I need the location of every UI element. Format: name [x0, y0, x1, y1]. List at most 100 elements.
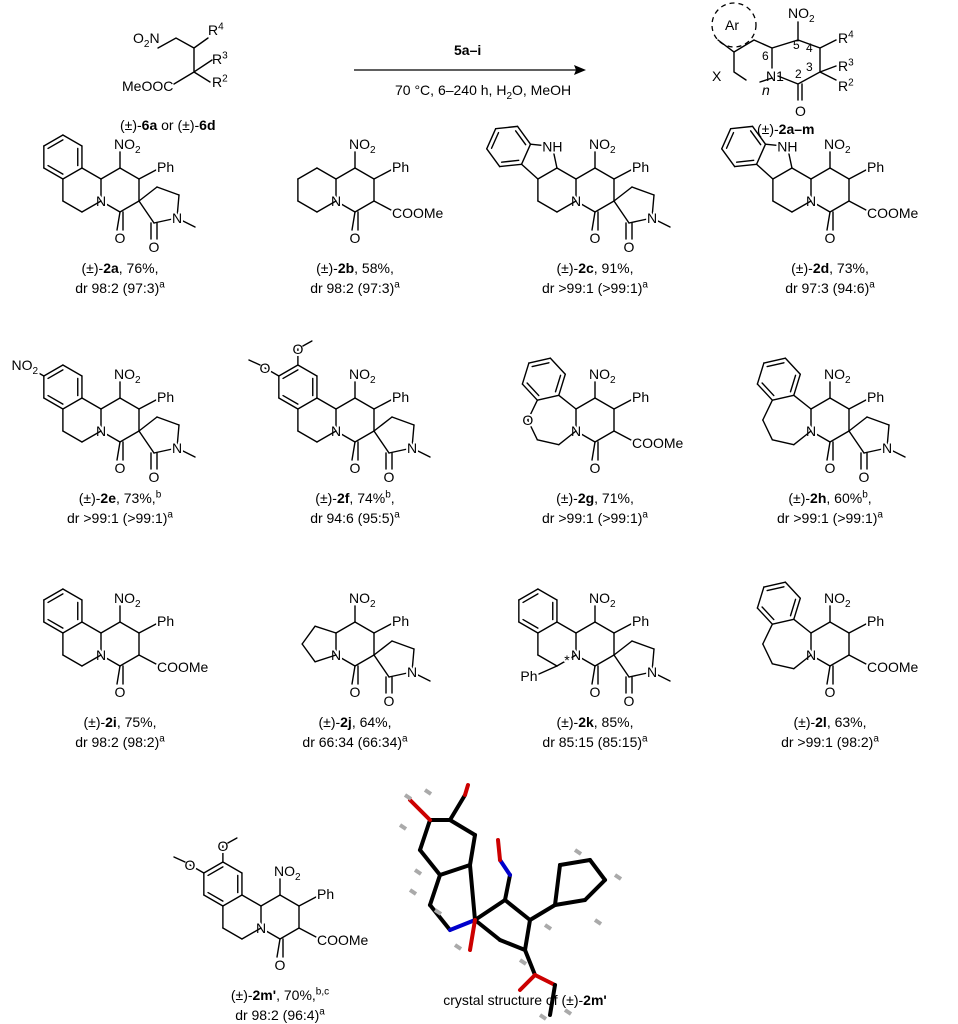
left-ring-bond: [62, 621, 83, 634]
methyl-bond: [173, 856, 186, 863]
lactam-ring-bond: [119, 621, 140, 634]
lactam-ring-bond: [829, 200, 850, 213]
lactam-ring-bond: [100, 397, 121, 410]
yield-value: , 85%,: [593, 714, 634, 730]
yield-value: , 73%,: [829, 260, 869, 276]
left-ring-bond: [537, 167, 558, 180]
crystal-bond: [498, 938, 527, 952]
crystal-hydrogen: [398, 823, 408, 831]
phenyl-group: Ph: [632, 613, 649, 629]
lactam-ring-bond: [100, 430, 121, 443]
aromatic-double-bond: [766, 362, 785, 368]
crystal-bond: [418, 848, 442, 877]
crystal-bond: [468, 863, 477, 922]
crystal-bond: [498, 858, 512, 877]
phenyl-bond: [848, 399, 867, 410]
indole-nh: NH: [777, 138, 797, 154]
compound-label: 2h: [810, 490, 827, 506]
pyrrolidinone-nitrogen: N: [172, 210, 182, 226]
aromatic-bond: [521, 383, 539, 401]
crystal-hydrogen: [538, 1013, 548, 1021]
diastereomeric-ratio: dr 94:6 (95:5): [310, 510, 395, 526]
phenyl-bond: [373, 623, 392, 634]
ester-bond: [373, 200, 392, 211]
ester-bond: [138, 654, 157, 665]
bond: [631, 186, 655, 196]
aromatic-bond: [756, 362, 765, 385]
left-ring-bond: [793, 654, 812, 670]
lactam-ring-bond: [335, 621, 356, 634]
carbonyl-oxygen: O: [350, 684, 361, 700]
crystal-bond: [553, 898, 587, 907]
crystal-bond: [558, 858, 592, 867]
bond: [651, 648, 655, 673]
carbonyl-bond: [826, 665, 831, 685]
aromatic-bond: [793, 373, 801, 396]
aromatic-bond: [733, 163, 758, 168]
pyrrole-bond: [520, 143, 532, 165]
crystal-hydrogen: [433, 908, 443, 916]
nitro-group: NO2: [349, 136, 376, 156]
bond: [886, 424, 890, 449]
compound-label: 2g: [577, 490, 595, 506]
lactam-ring-bond: [100, 621, 121, 634]
bond: [651, 194, 655, 219]
crystal-bond: [518, 973, 537, 992]
aromatic-bond: [558, 373, 566, 396]
footnote-marker: a: [402, 733, 408, 745]
aromatic-double-bond: [207, 891, 224, 902]
left-ring-bond: [297, 430, 318, 443]
left-ring-bond: [81, 397, 102, 410]
methyl-bond: [302, 340, 313, 347]
left-ring-bond: [772, 167, 793, 180]
aromatic-double-bond: [47, 164, 64, 175]
aromatic-double-bond: [207, 866, 224, 877]
left-ring-bond: [537, 621, 558, 634]
crystal-bond: [533, 973, 557, 987]
crystal-bond: [473, 898, 507, 922]
ester-bond: [848, 200, 867, 211]
lactam-ring-bond: [119, 654, 140, 667]
aromatic-double-bond: [789, 598, 797, 617]
carbonyl-bond: [276, 938, 281, 958]
compound-label: 2d: [812, 260, 830, 276]
aromatic-bond: [43, 397, 64, 410]
nitro-group: NO2: [114, 136, 141, 156]
yield-line: (±)-2h, 60%b,: [720, 488, 940, 508]
crystal-hydrogen: [613, 873, 623, 881]
carbonyl-bond: [591, 441, 596, 461]
lactam-oxygen: O: [624, 693, 635, 709]
lactam-ring-bond: [810, 430, 831, 443]
crystal-structure-caption: crystal structure of (±)-2m': [405, 990, 645, 1010]
ester-bond: [298, 927, 317, 938]
aromatic-bond: [62, 588, 83, 601]
footnote-marker: a: [642, 733, 648, 745]
lactam-ring-bond: [810, 654, 831, 667]
position-6: 6: [762, 49, 769, 63]
carbonyl-bond: [116, 211, 121, 231]
footnote-marker: b: [385, 489, 391, 501]
bond: [391, 640, 415, 650]
nitro-group: NO2: [824, 366, 851, 386]
aromatic-double-bond: [490, 131, 500, 149]
compound-caption: (±)-2c, 91%,dr >99:1 (>99:1)a: [485, 258, 705, 298]
bond: [863, 447, 888, 454]
aromatic-bond: [203, 861, 224, 874]
diastereomeric-ratio: dr 66:34 (66:34): [302, 734, 403, 750]
lactam-ring-bond: [354, 167, 375, 180]
compound-caption: (±)-2f, 74%b,dr 94:6 (95:5)a: [245, 488, 465, 528]
bond: [411, 424, 415, 449]
crystal-hydrogen: [593, 918, 603, 926]
lactam-ring-bond: [594, 397, 615, 410]
compound-caption: (±)-2h, 60%b,dr >99:1 (>99:1)a: [720, 488, 940, 528]
left-ring-bond: [81, 200, 102, 213]
phenyl-bond: [613, 623, 632, 634]
dr-line: dr >99:1 (>99:1)a: [485, 278, 705, 298]
left-ring-bond: [316, 397, 337, 410]
ester-bond: [848, 654, 867, 665]
carbonyl-bond: [351, 665, 356, 685]
carbonyl-oxygen: O: [115, 460, 126, 476]
crystal-hydrogen: [453, 943, 463, 951]
pyrrolidinone-nitrogen: N: [647, 210, 657, 226]
